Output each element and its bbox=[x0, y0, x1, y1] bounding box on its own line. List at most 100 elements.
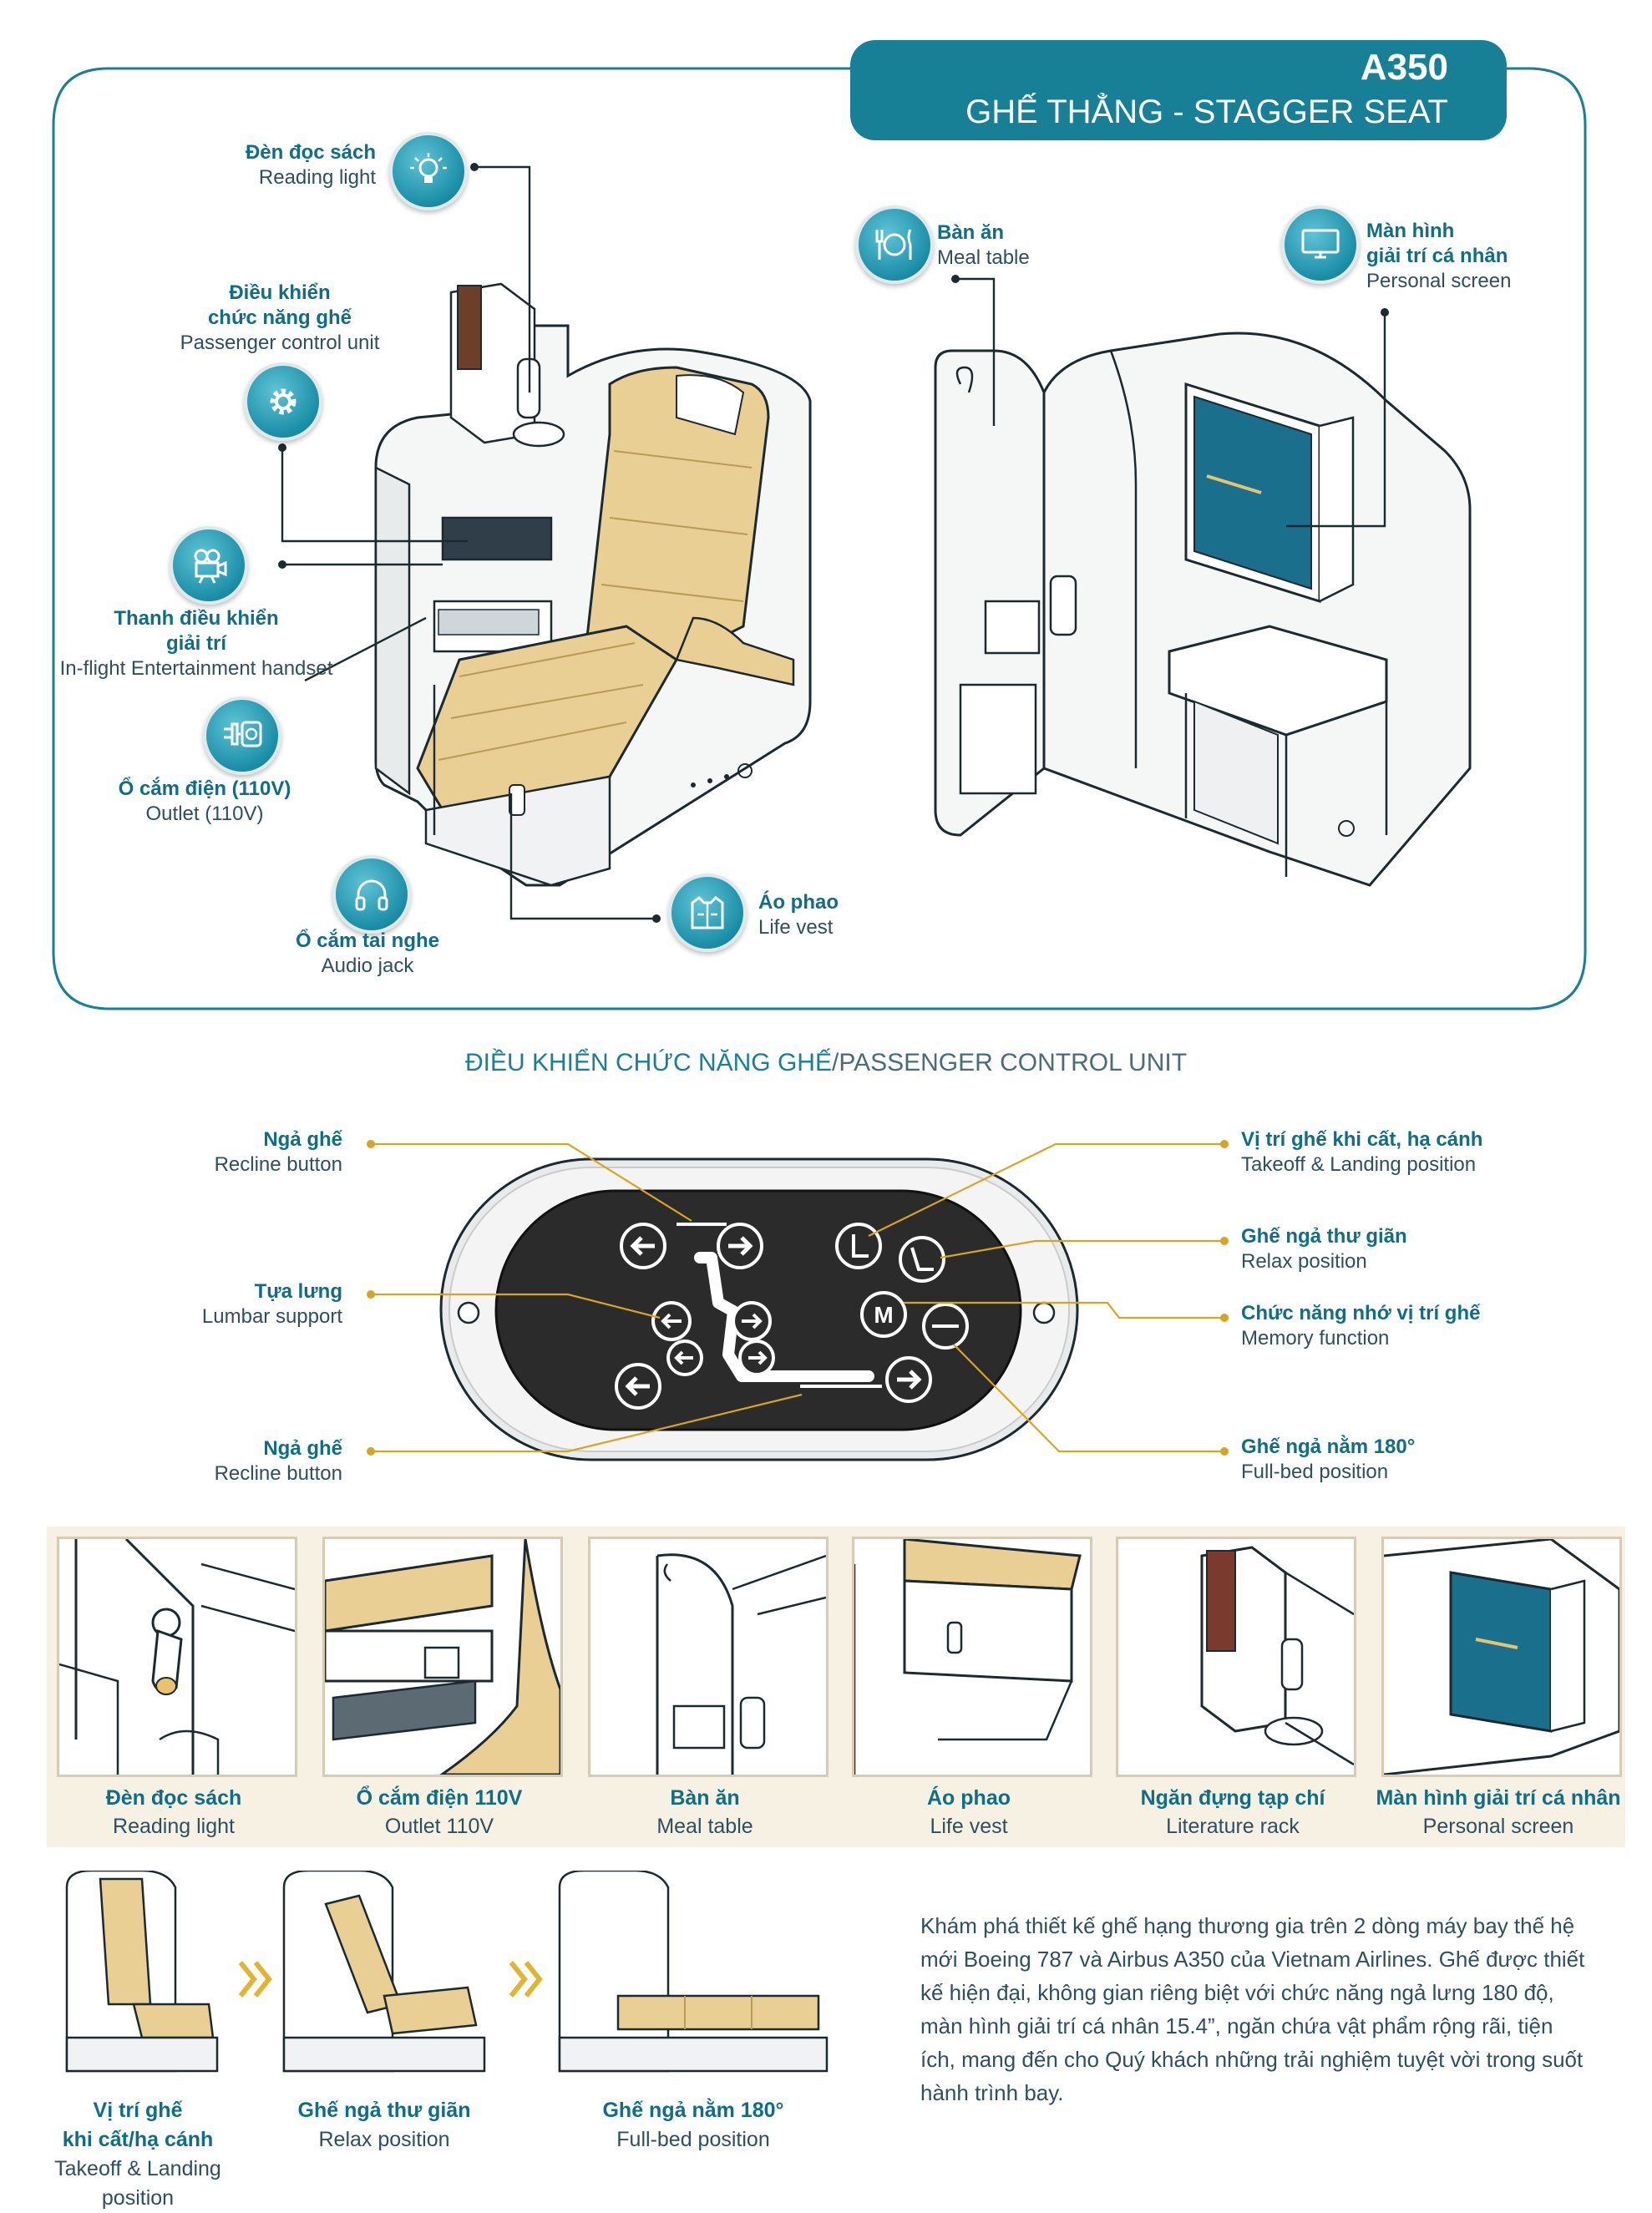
callout-personal-screen: Màn hình giải trí cá nhân Personal scree… bbox=[1366, 219, 1550, 294]
pcu-label-takeoff: Vị trí ghế khi cất, hạ cánh Takeoff & La… bbox=[1241, 1127, 1592, 1177]
thumb-outlet bbox=[322, 1537, 563, 1777]
caption-vi-1: Vị trí ghế bbox=[93, 2099, 183, 2122]
callout-audio-jack: Ổ cắm tai nghe Audio jack bbox=[276, 929, 459, 979]
caption-vi: Màn hình giải trí cá nhân bbox=[1376, 1786, 1621, 1810]
seat-rear-illustration bbox=[934, 332, 1472, 887]
callout-outlet: Ổ cắm điện (110V) Outlet (110V) bbox=[100, 777, 309, 827]
label-vi: Chức năng nhớ vị trí ghế bbox=[1241, 1302, 1481, 1324]
callout-en: Outlet (110V) bbox=[145, 803, 264, 825]
callout-vi-1: Điều khiển bbox=[229, 281, 331, 304]
caption-en: Reading light bbox=[113, 1815, 235, 1838]
caption-position-fullbed: Ghế ngả nằm 180° Full-bed position bbox=[576, 2096, 810, 2155]
memory-button[interactable]: M bbox=[860, 1291, 907, 1338]
recline-leg-right-button[interactable] bbox=[885, 1356, 932, 1403]
cutlery-icon bbox=[855, 205, 934, 284]
label-en: Lumbar support bbox=[201, 1305, 342, 1328]
thumb-life-vest bbox=[852, 1537, 1092, 1777]
callout-en: Personal screen bbox=[1366, 270, 1512, 292]
leader-lines-right bbox=[951, 275, 1389, 528]
full-bed-button[interactable] bbox=[922, 1303, 969, 1350]
callout-vi: Ổ cắm tai nghe bbox=[295, 929, 440, 952]
lightbulb-icon bbox=[389, 132, 468, 210]
caption-position-takeoff: Vị trí ghế khi cất/hạ cánh Takeoff & Lan… bbox=[17, 2096, 259, 2213]
callout-handset: Thanh điều khiển giải trí In-flight Ente… bbox=[58, 606, 334, 681]
callout-vi: Đèn đọc sách bbox=[245, 141, 376, 164]
caption-vi: Ngăn đựng tạp chí bbox=[1140, 1786, 1325, 1810]
label-vi: Tựa lưng bbox=[254, 1280, 342, 1303]
label-en: Full-bed position bbox=[1241, 1461, 1389, 1483]
recline-back-right-button[interactable] bbox=[717, 1223, 763, 1269]
monitor-icon bbox=[1281, 205, 1360, 284]
label-en: Memory function bbox=[1241, 1327, 1390, 1350]
pcu-label-relax: Ghế ngả thư giãn Relax position bbox=[1241, 1224, 1592, 1274]
relax-position-button[interactable] bbox=[899, 1236, 945, 1283]
pcu-label-recline-bottom: Ngả ghế Recline button bbox=[159, 1436, 342, 1486]
label-vi: Ghế ngả nằm 180° bbox=[1241, 1436, 1416, 1458]
takeoff-landing-button[interactable] bbox=[835, 1223, 882, 1269]
label-vi: Ngả ghế bbox=[263, 1437, 342, 1460]
label-vi: Vị trí ghế khi cất, hạ cánh bbox=[1241, 1128, 1483, 1151]
callout-vi-1: Màn hình bbox=[1366, 220, 1455, 242]
thumb-personal-screen bbox=[1381, 1537, 1622, 1777]
top-frame bbox=[52, 67, 1587, 1010]
memory-button-letter: M bbox=[874, 1302, 893, 1328]
label-en: Takeoff & Landing position bbox=[1241, 1153, 1477, 1176]
label-en: Recline button bbox=[214, 1462, 342, 1485]
caption-vi: Áo phao bbox=[927, 1786, 1011, 1810]
caption-life-vest: Áo phao Life vest bbox=[844, 1784, 1094, 1841]
pcu-label-lumbar: Tựa lưng Lumbar support bbox=[159, 1279, 342, 1329]
callout-vi-2: giải trí cá nhân bbox=[1366, 245, 1508, 267]
callout-en: Audio jack bbox=[321, 955, 414, 977]
caption-en: Life vest bbox=[930, 1815, 1008, 1838]
callout-vi-1: Thanh điều khiển bbox=[114, 607, 279, 630]
recline-back-left-button[interactable] bbox=[620, 1223, 666, 1269]
pcu-label-memory: Chức năng nhớ vị trí ghế Memory function bbox=[1241, 1301, 1592, 1351]
caption-vi: Ổ cắm điện 110V bbox=[356, 1786, 523, 1810]
caption-literature-rack: Ngăn đựng tạp chí Literature rack bbox=[1107, 1784, 1358, 1841]
lumbar-down-left-button[interactable] bbox=[666, 1339, 703, 1376]
recline-leg-left-button[interactable] bbox=[615, 1363, 661, 1410]
pcu-screw-left bbox=[457, 1301, 480, 1324]
pcu-diagram: M bbox=[367, 1140, 1229, 1461]
thumb-literature-rack bbox=[1116, 1537, 1356, 1777]
caption-vi: Đèn đọc sách bbox=[105, 1786, 242, 1810]
seat-positions-sequence bbox=[65, 1871, 829, 2073]
callout-en: In-flight Entertainment handset bbox=[59, 657, 333, 680]
seat-position-upright bbox=[65, 1871, 219, 2073]
caption-reading-light: Đèn đọc sách Reading light bbox=[48, 1784, 299, 1841]
aircraft-model: A350 bbox=[1360, 47, 1448, 88]
callout-vi: Bàn ăn bbox=[937, 221, 1005, 244]
lumbar-down-right-button[interactable] bbox=[738, 1339, 775, 1376]
callout-vi-2: giải trí bbox=[165, 632, 226, 655]
caption-vi-2: khi cất/hạ cánh bbox=[62, 2128, 214, 2151]
label-en: Recline button bbox=[214, 1153, 342, 1176]
callout-vi-2: chức năng ghế bbox=[207, 306, 352, 329]
pcu-section-title: ĐIỀU KHIỂN CHỨC NĂNG GHẾ/PASSENGER CONTR… bbox=[0, 1049, 1652, 1077]
callout-life-vest: Áo phao Life vest bbox=[758, 890, 875, 940]
callout-meal-table: Bàn ăn Meal table bbox=[937, 220, 1071, 271]
callout-vi: Áo phao bbox=[758, 891, 839, 914]
caption-en: Full-bed position bbox=[616, 2128, 770, 2151]
lumbar-up-right-button[interactable] bbox=[732, 1301, 772, 1341]
pcu-label-recline-top: Ngả ghế Recline button bbox=[159, 1127, 342, 1177]
projector-icon bbox=[170, 526, 248, 605]
pcu-title-separator: / bbox=[831, 1049, 839, 1076]
description-paragraph: Khám phá thiết kế ghế hạng thương gia tr… bbox=[920, 1913, 1585, 2105]
headphones-icon bbox=[332, 855, 411, 934]
caption-en: Literature rack bbox=[1166, 1815, 1300, 1838]
lumbar-up-left-button[interactable] bbox=[651, 1301, 692, 1341]
pcu-seat-symbol bbox=[694, 1252, 874, 1382]
page-title: GHẾ THẲNG - STAGGER SEAT bbox=[965, 94, 1448, 130]
caption-en: Personal screen bbox=[1422, 1815, 1574, 1838]
caption-en: Relax position bbox=[318, 2128, 450, 2151]
caption-en: Meal table bbox=[656, 1815, 753, 1838]
pcu-label-fullbed: Ghế ngả nằm 180° Full-bed position bbox=[1241, 1435, 1592, 1485]
pcu-title-vi: ĐIỀU KHIỂN CHỨC NĂNG GHẾ bbox=[464, 1049, 832, 1076]
power-outlet-icon bbox=[203, 696, 281, 775]
callout-control-unit: Điều khiển chức năng ghế Passenger contr… bbox=[159, 281, 401, 356]
gear-icon bbox=[244, 362, 322, 441]
label-vi: Ghế ngả thư giãn bbox=[1241, 1225, 1407, 1248]
label-vi: Ngả ghế bbox=[263, 1128, 342, 1151]
seat-position-bed bbox=[558, 1871, 829, 2073]
thumb-reading-light bbox=[57, 1537, 297, 1777]
